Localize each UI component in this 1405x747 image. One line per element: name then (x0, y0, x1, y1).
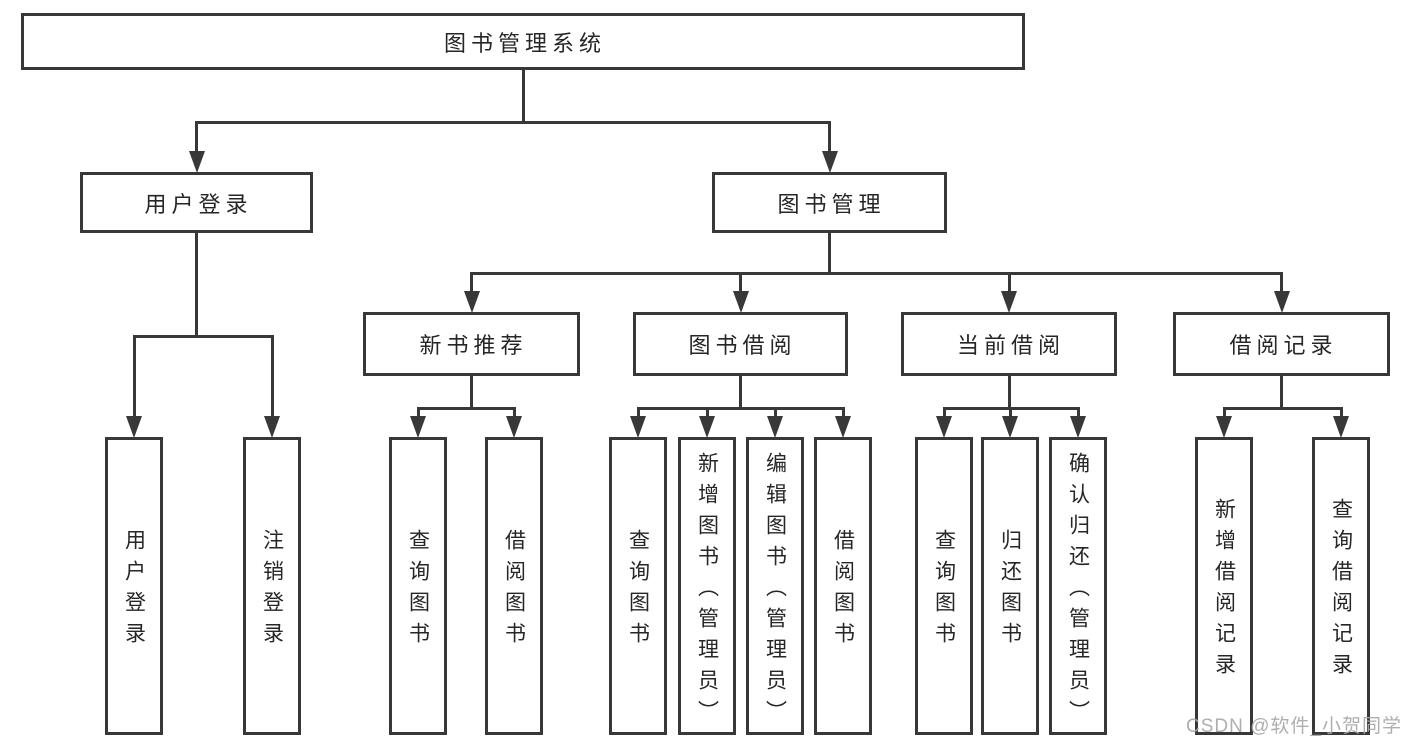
node-login-logout: 注销登录 (243, 437, 301, 735)
arrowhead-current (1001, 291, 1017, 313)
node-label-hist-query: 查询借阅记录 (1329, 498, 1353, 684)
node-borrow-query: 查询图书 (609, 437, 667, 735)
node-label-rec-query: 查询图书 (406, 529, 430, 653)
arrowhead-history (1273, 291, 1290, 313)
connector-stem-login (195, 231, 198, 338)
connector-drop-rec-query (416, 407, 420, 419)
node-login-user: 用户登录 (105, 437, 163, 735)
connector-stem-borrow (739, 374, 742, 410)
node-mgmt: 图书管理 (712, 172, 947, 233)
node-hist-query: 查询借阅记录 (1312, 437, 1370, 735)
node-label-rec-borrow: 借阅图书 (502, 529, 526, 653)
node-label-history: 借阅记录 (1229, 333, 1338, 358)
connector-drop-borrow (739, 272, 742, 294)
node-label-hist-add: 新增借阅记录 (1212, 498, 1236, 684)
arrowhead-mgmt (821, 151, 838, 173)
arrowhead-login-logout (264, 416, 280, 438)
arrowhead-borrow-add (699, 416, 715, 438)
arrowhead-cur-return (1002, 416, 1018, 438)
node-label-root: 图书管理系统 (443, 30, 606, 56)
connector-stem-rec (470, 374, 473, 410)
arrowhead-rec-borrow (506, 416, 522, 438)
node-cur-query: 查询图书 (915, 437, 973, 735)
arrowhead-cur-confirm (1070, 416, 1086, 438)
csdn-watermark: CSDN @软件_小贺同学 (1186, 716, 1402, 737)
connector-drop-mgmt (828, 121, 831, 154)
connector-branch-borrow (636, 407, 845, 410)
node-borrow: 图书借阅 (633, 312, 848, 376)
node-label-login: 用户登录 (144, 191, 253, 217)
node-label-rec: 新书推荐 (419, 333, 528, 358)
connector-drop-cur-query (942, 407, 946, 419)
arrowhead-hist-query (1333, 416, 1349, 438)
node-current: 当前借阅 (901, 312, 1117, 376)
connector-drop-hist-add (1222, 407, 1226, 419)
node-rec: 新书推荐 (363, 312, 580, 376)
arrowhead-rec-query (410, 416, 426, 438)
connector-branch-rec (416, 407, 516, 410)
connector-drop-login (195, 121, 198, 154)
connector-drop-history (1280, 272, 1283, 294)
connector-drop-cur-return (1008, 407, 1012, 419)
connector-branch-mgmt (470, 272, 1283, 275)
arrowhead-rec (463, 291, 480, 313)
connector-branch-root (195, 121, 831, 124)
node-login: 用户登录 (80, 172, 313, 233)
arrowhead-cur-query (936, 416, 952, 438)
connector-drop-login-logout (270, 335, 274, 419)
node-label-borrow-borrow: 借阅图书 (831, 529, 855, 653)
node-history: 借阅记录 (1173, 312, 1390, 376)
node-borrow-add: 新增图书（管理员） (678, 437, 736, 735)
arrowhead-login (188, 151, 205, 173)
connector-stem-root (521, 68, 525, 124)
connector-drop-hist-query (1339, 407, 1343, 419)
node-label-login-user: 用户登录 (122, 529, 146, 653)
arrowhead-hist-add (1216, 416, 1232, 438)
arrowhead-borrow-query (630, 416, 646, 438)
node-borrow-edit: 编辑图书（管理员） (746, 437, 804, 735)
connector-drop-borrow-query (636, 407, 640, 419)
node-label-borrow-query: 查询图书 (626, 529, 650, 653)
connector-drop-borrow-edit (773, 407, 777, 419)
connector-branch-history (1222, 407, 1343, 410)
node-cur-confirm: 确认归还（管理员） (1049, 437, 1107, 735)
node-label-mgmt: 图书管理 (777, 191, 886, 217)
node-cur-return: 归还图书 (981, 437, 1039, 735)
node-hist-add: 新增借阅记录 (1195, 437, 1253, 735)
connector-drop-login-user (132, 335, 136, 419)
node-label-cur-confirm: 确认归还（管理员） (1066, 451, 1090, 731)
node-label-cur-return: 归还图书 (998, 529, 1022, 653)
node-label-current: 当前借阅 (956, 333, 1065, 358)
connector-drop-current (1007, 272, 1011, 294)
node-rec-query: 查询图书 (389, 437, 447, 735)
node-borrow-borrow: 借阅图书 (814, 437, 872, 735)
arrowhead-borrow (732, 291, 749, 313)
connector-stem-mgmt (828, 231, 831, 275)
connector-drop-borrow-add (705, 407, 709, 419)
connector-drop-borrow-borrow (841, 407, 845, 419)
arrowhead-login-user (126, 416, 142, 438)
node-label-borrow-add: 新增图书（管理员） (695, 451, 719, 731)
arrowhead-borrow-edit (767, 416, 783, 438)
connector-stem-current (1007, 374, 1011, 410)
connector-drop-rec (470, 272, 473, 294)
connector-drop-rec-borrow (512, 407, 516, 419)
connector-stem-history (1280, 374, 1283, 410)
node-label-borrow-edit: 编辑图书（管理员） (763, 451, 787, 731)
node-label-login-logout: 注销登录 (260, 529, 284, 653)
node-label-cur-query: 查询图书 (932, 529, 956, 653)
node-rec-borrow: 借阅图书 (485, 437, 543, 735)
connector-drop-cur-confirm (1076, 407, 1080, 419)
connector-branch-login (132, 335, 274, 338)
node-root: 图书管理系统 (21, 13, 1025, 70)
arrowhead-borrow-borrow (835, 416, 851, 438)
node-label-borrow: 图书借阅 (688, 333, 797, 358)
